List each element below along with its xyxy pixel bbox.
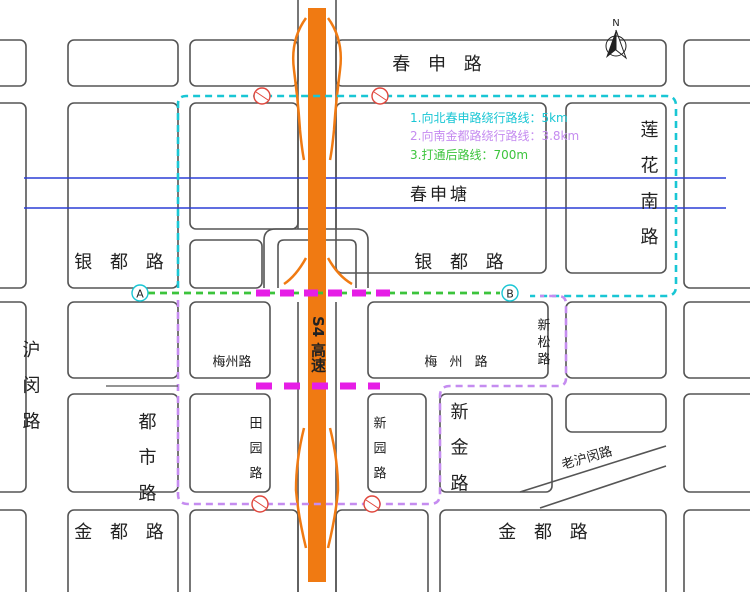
road-label-dushi: 都 市 路: [136, 412, 157, 508]
marker-glyphs: [253, 91, 387, 509]
expressway-label: S4 高速: [309, 316, 327, 374]
route-north-cyan: [176, 94, 678, 298]
point-a-marker: A: [131, 284, 149, 302]
road-label-laohumin: 老沪闵路: [560, 443, 614, 473]
point-a-label: A: [136, 288, 144, 301]
north-arrow-icon: N: [605, 18, 628, 60]
road-label-lianhua: 莲 花 南 路: [638, 120, 659, 251]
road-label-chunshen: 春 申 路: [392, 54, 487, 75]
city-blocks: [0, 39, 750, 592]
legend-line-1: 1.向北春申路绕行路线：5km: [410, 110, 568, 125]
road-label-yindu-west: 银 都 路: [74, 252, 169, 273]
road-label-xinyuan: 新 园 路: [371, 415, 387, 483]
river-label: 春申塘: [410, 185, 470, 205]
road-label-jindu-east: 金 都 路: [498, 522, 593, 543]
route-south-lilac: [176, 294, 568, 506]
road-label-xinsong: 新 松 路: [535, 317, 551, 365]
road-label-yindu-east: 银 都 路: [414, 252, 509, 273]
road-label-tianyuan: 田 园 路: [247, 416, 263, 483]
legend-line-3: 3.打通后路线：700m: [410, 147, 528, 162]
legend: 1.向北春申路绕行路线：5km 2.向南金都路绕行路线：3.8km 3.打通后路…: [410, 110, 579, 162]
north-label: N: [612, 18, 619, 29]
road-label-meizhou-west: 梅州路: [212, 354, 251, 370]
point-b-marker: B: [501, 284, 519, 302]
road-label-jindu-west: 金 都 路: [74, 522, 169, 543]
point-b-label: B: [506, 288, 514, 301]
river: [24, 177, 726, 209]
construction-segments: [256, 289, 392, 390]
road-label-meizhou-east: 梅 州 路: [424, 354, 491, 370]
road-label-humin: 沪 闵 路: [20, 340, 41, 436]
road-label-xinjin: 新 金 路: [448, 402, 469, 498]
laohumin-road: [519, 445, 667, 509]
legend-line-2: 2.向南金都路绕行路线：3.8km: [410, 128, 579, 143]
